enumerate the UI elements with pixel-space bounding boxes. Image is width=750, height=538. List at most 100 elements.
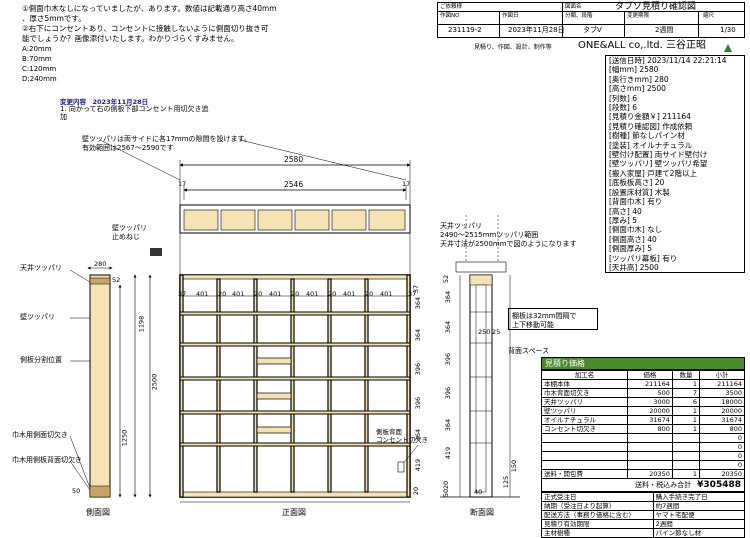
estimate-cell [671,460,701,470]
ceiling-brace-panel [220,209,256,231]
column-dim: 401 [269,290,282,298]
estimate-cell: 211164 [699,379,745,389]
subtitle: 見積り、作図、設計、制作等 [474,44,552,51]
order-info-row: 配送方法（事務り価格に含む）ヤマト宅配便 [541,510,746,520]
estimate-cell: 壁ツッパリ [541,406,628,416]
estimate-cell [626,451,673,461]
spec-line: [搬入家屋] 戸建て2階以上 [609,168,698,178]
column-dim: 401 [343,290,356,298]
bookshelf-front [179,274,411,498]
front-height-dim: 37 [412,284,421,294]
section-dim: 364 [444,418,453,432]
order-info-row: 納期（受注日より起算）約7週間 [541,501,746,511]
back-dim: 25 [492,328,501,336]
outlet-cut-icon [397,461,405,473]
company-name: ONE&ALL co,.ltd. 三谷正昭 [578,40,707,51]
gap-left-label: 17 [178,180,187,188]
column-dim: 20 [365,290,374,298]
back-space-label: 背面スペース [508,347,550,355]
bottom-dim: 150 [510,459,519,473]
spec-box: [送信日時] 2023/11/14 22:21:14[幅mm] 2580[奥行き… [605,55,745,273]
drawing-svg [69,139,520,503]
shelf-pitch-note: 棚板は32mm間隔で [512,312,577,320]
note-line: C:120mm [22,65,57,73]
order-info-cell: 約7週間 [652,501,746,511]
change-line: 1. 向かって右の側板下部コンセント用切欠き追 [60,105,209,113]
estimate-cell: 0 [699,451,745,461]
note-line: D:240mm [22,75,57,83]
side-dim: 52 [112,276,121,284]
wall-brace-note: 壁ツッパリは両サイドに各17mmの隙間を設けます。 [82,135,251,143]
spec-line: [背面巾木] 有り [609,197,663,207]
spec-line: [底板板高さ] 20 [609,178,665,188]
spec-line: [高さ] 40 [609,206,642,216]
wall-brace-label: 壁ツッパリ [20,313,55,321]
estimate-cell [626,433,673,443]
order-info-cell: ヤマト宅配便 [652,510,746,520]
spec-line: [塗装] オイルナチュラル [609,140,693,150]
estimate-cell: 800 [626,424,673,434]
ceiling-brace-label: 天井ツッパリ [20,264,62,272]
change-title: 変更内容 2023年11月28日 [60,98,149,106]
estimate-cell: 3500 [699,388,745,398]
ceiling-brace-panel [368,209,406,231]
back-dim: 250 [478,328,491,336]
ceiling-brace-frame [179,204,411,234]
estimate-cell [671,451,701,461]
estimate-cell: 31674 [699,415,745,425]
column-dim: 20 [254,290,263,298]
estimate-cell: 1 [671,424,701,434]
inner-width-label: 2546 [284,180,304,189]
ceiling-brace-panel [294,209,330,231]
order-info-cell: 納期（受注日より起算） [541,501,654,511]
spec-line: [段数] 6 [609,103,638,113]
note-line: 、厚さ5mmです。 [22,14,86,23]
spec-line: [幅mm] 2580 [609,65,659,75]
spec-line: [側面高さ] 40 [609,234,657,244]
movable-shelf [256,426,292,434]
spec-line: [見積り確認図] 作成依頼 [609,121,693,131]
front-height-dim: 419 [414,458,423,472]
bottom-dim: 125 [502,475,511,489]
total-label: 送料・税込み合計 [635,481,692,489]
estimate-cell: 18000 [699,397,745,407]
total-value: ¥305488 [697,480,741,490]
front-view-label: 正面図 [282,508,306,517]
spec-line: [ツッパリ幕板] 有り [609,253,678,263]
column-dim: 401 [232,290,245,298]
estimate-cell [671,433,701,443]
estimate-cell: 0 [699,442,745,452]
gap-right-label: 17 [402,180,411,188]
order-info-cell: 主材樹種 [541,528,654,538]
page-label: 縮尺 [703,13,715,19]
estimate-cell: 3000 [626,397,673,407]
estimate-cell: 1 [671,406,701,416]
ceiling-brace-note: 天井ツッパリ [440,222,482,230]
estimate-cell [626,460,673,470]
ceiling-brace-note: 2490〜2515mmツッパリ範囲 [440,231,539,239]
created-date-label: 作図日 [502,13,519,19]
section-view-label: 断面図 [470,508,494,517]
section-dim: 396 [444,352,453,366]
stopper-screw-icon [150,248,162,256]
estimate-cell [541,442,628,452]
note-line: A:20mm [22,45,52,53]
estimate-cell: 7 [671,388,701,398]
estimate-header: 加工名 [541,370,628,380]
estimate-cell: 31674 [626,415,673,425]
spec-line: [側面巾木] なし [609,225,663,235]
outlet-cut-label: 側板背面 コンセント切欠き [376,428,428,444]
ceiling-brace-panel [183,209,219,231]
section-dim: 364 [444,290,453,304]
spec-line: [壁付け配置] 両サイド壁付け [609,150,708,160]
column-dim: 401 [196,290,209,298]
estimate-cell [541,433,628,443]
spec-line: [奥行きmm] 280 [609,74,669,84]
front-height-dim: 396 [414,362,423,376]
estimate-cell: 20000 [699,406,745,416]
side-dim: 1198 [137,315,146,333]
